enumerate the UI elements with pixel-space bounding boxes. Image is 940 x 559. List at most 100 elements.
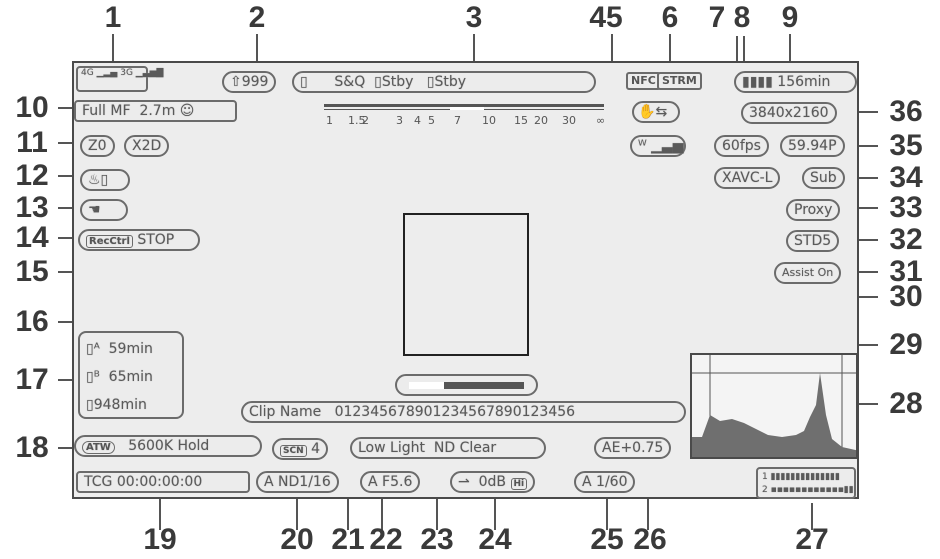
- slot-a-icon: ▯: [374, 74, 382, 90]
- shutter-pill: A 1/60: [574, 471, 636, 493]
- swap-icon: ⇆: [655, 104, 668, 120]
- slot-b-remaining-row: ▯ᴮ 65min: [86, 363, 176, 391]
- callout-18: 18: [15, 431, 49, 464]
- codec-pill: XAVC-L: [714, 167, 781, 189]
- callout-16: 16: [15, 305, 49, 338]
- scale-tick-label: 15: [514, 114, 528, 127]
- callout-35: 35: [889, 129, 923, 162]
- af-assist-indicator: ✋⇆: [632, 101, 680, 123]
- callout-10: 10: [15, 91, 49, 124]
- audio-ch1-bar-icon: ▮▮▮▮▮▮▮▮▮▮▮▮▮▮: [770, 472, 840, 482]
- audio-meter-panel: 1 ▮▮▮▮▮▮▮▮▮▮▮▮▮▮ 2 ▪▪▪▪▪▪▪▪▪▪▪▪▮▮: [756, 467, 856, 499]
- scene-value: 4: [311, 441, 320, 457]
- slot-b-icon: ▯: [426, 74, 435, 90]
- network-indicator: 4G ▁▂▄ 3G ▁▃▅▇: [76, 66, 163, 92]
- histogram-curve: [692, 373, 856, 457]
- arrow-up-icon: ⇧: [230, 74, 242, 90]
- scene-pill: SCN 4: [272, 438, 328, 460]
- scale-tick-label: 1: [326, 114, 333, 127]
- clip-counter: ⇧999: [222, 71, 277, 93]
- wifi-signal-icon: ᵂ ▁▃▅: [638, 138, 684, 154]
- callout-26: 26: [633, 523, 667, 556]
- callout-7: 7: [708, 1, 726, 34]
- face-icon: ☺: [179, 103, 195, 119]
- callout-8: 8: [733, 1, 751, 34]
- sub-pill: Sub: [802, 167, 845, 189]
- hand-icon: ✋: [638, 104, 656, 120]
- audio-ch2-bar-icon: ▪▪▪▪▪▪▪▪▪▪▪▪▮▮: [770, 485, 854, 495]
- audio-ch1-label: 1: [762, 472, 768, 482]
- scale-tick-label: 5: [428, 114, 435, 127]
- internal-media-icon: ▯: [86, 397, 94, 413]
- remaining-media-panel: ▯ᴬ 59min ▯ᴮ 65min ▯948min: [78, 331, 184, 419]
- slot-a-remaining: 59min: [108, 341, 153, 357]
- gain-pill: ⇀ 0dB Hi: [450, 471, 536, 493]
- scale-bar: [324, 104, 604, 107]
- callout-2: 2: [248, 1, 266, 34]
- resolution-pill: 3840x2160: [741, 102, 837, 124]
- callout-27: 27: [795, 523, 829, 556]
- wb-mode: ATW: [82, 441, 115, 454]
- zoom-position-pill: Z0: [80, 135, 115, 157]
- low-light-nd-pill: Low Light ND Clear: [350, 437, 546, 459]
- clip-name-pill: Clip Name 012345678901234567890123456: [241, 401, 686, 423]
- internal-remaining-row: ▯948min: [86, 391, 176, 419]
- clip-name-label: Clip Name: [249, 404, 322, 420]
- audio-ch2-row: 2 ▪▪▪▪▪▪▪▪▪▪▪▪▮▮: [762, 484, 854, 497]
- timecode-value: 00:00:00:00: [116, 474, 203, 490]
- slot-b-remaining: 65min: [108, 369, 153, 385]
- scale-tick-label: 30: [562, 114, 576, 127]
- callout-21: 21: [331, 523, 365, 556]
- callout-14: 14: [15, 221, 49, 254]
- slot-a-remaining-row: ▯ᴬ 59min: [86, 335, 176, 363]
- iris-pill: A F5.6: [360, 471, 421, 493]
- battery-indicator: ▮▮▮▮ 156min: [734, 71, 857, 93]
- iris-auto-icon: A: [368, 474, 378, 490]
- signal-bars-icon: ▁▃▅▇: [135, 68, 164, 78]
- callout-23: 23: [420, 523, 454, 556]
- nd-value: 1/16: [299, 474, 331, 490]
- format-rate-pill: 59.94P: [780, 135, 845, 157]
- rec-control-pill: RecCtrl STOP: [78, 229, 200, 251]
- callout-25: 25: [590, 523, 624, 556]
- stabilizer-indicator: ♨▯: [80, 169, 130, 191]
- clip-name-value: 012345678901234567890123456: [334, 404, 576, 420]
- callout-33: 33: [889, 191, 923, 224]
- scale-tick-label: 10: [482, 114, 496, 127]
- slot-b-icon: ▯ᴮ: [86, 369, 100, 385]
- scale-tick-label: ∞: [596, 114, 605, 127]
- wb-hold: Hold: [177, 438, 210, 454]
- network-3g: 3G: [120, 68, 133, 78]
- focus-indicator-track: [409, 382, 524, 389]
- hand-shake-icon: ☚: [88, 202, 101, 218]
- scale-tick-label: 7: [454, 114, 461, 127]
- callout-24: 24: [478, 523, 512, 556]
- media-status-value: S&Q: [334, 74, 366, 90]
- slot-a-status: Stby: [381, 74, 414, 90]
- callout-19: 19: [143, 523, 177, 556]
- signal-bars-icon: ▁▂▄: [96, 68, 118, 78]
- nd-clear-label: ND Clear: [433, 440, 497, 456]
- ae-shift-pill: AE+0.75: [594, 437, 672, 459]
- callout-36: 36: [889, 95, 923, 128]
- steadyshot-indicator: ☚: [80, 199, 128, 221]
- callout-20: 20: [280, 523, 314, 556]
- callout-30: 30: [889, 280, 923, 313]
- frame-rate-pill: 60fps: [714, 135, 769, 157]
- iris-value: F5.6: [382, 474, 413, 490]
- focus-distance: 2.7m: [139, 103, 176, 119]
- clip-count-value: 999: [241, 74, 269, 90]
- audio-ch1-row: 1 ▮▮▮▮▮▮▮▮▮▮▮▮▮▮: [762, 471, 850, 484]
- callout-34: 34: [889, 161, 923, 194]
- callout-9: 9: [781, 1, 799, 34]
- clear-zoom-pill: X2D: [124, 135, 170, 157]
- scale-tick-label: 2: [362, 114, 369, 127]
- proxy-pill: Proxy: [786, 199, 841, 221]
- ae-label: AE: [602, 440, 621, 456]
- shutter-auto-icon: A: [582, 474, 592, 490]
- callout-32: 32: [889, 223, 923, 256]
- internal-media-icon: ▯: [300, 74, 308, 90]
- std-pill: STD5: [786, 230, 840, 252]
